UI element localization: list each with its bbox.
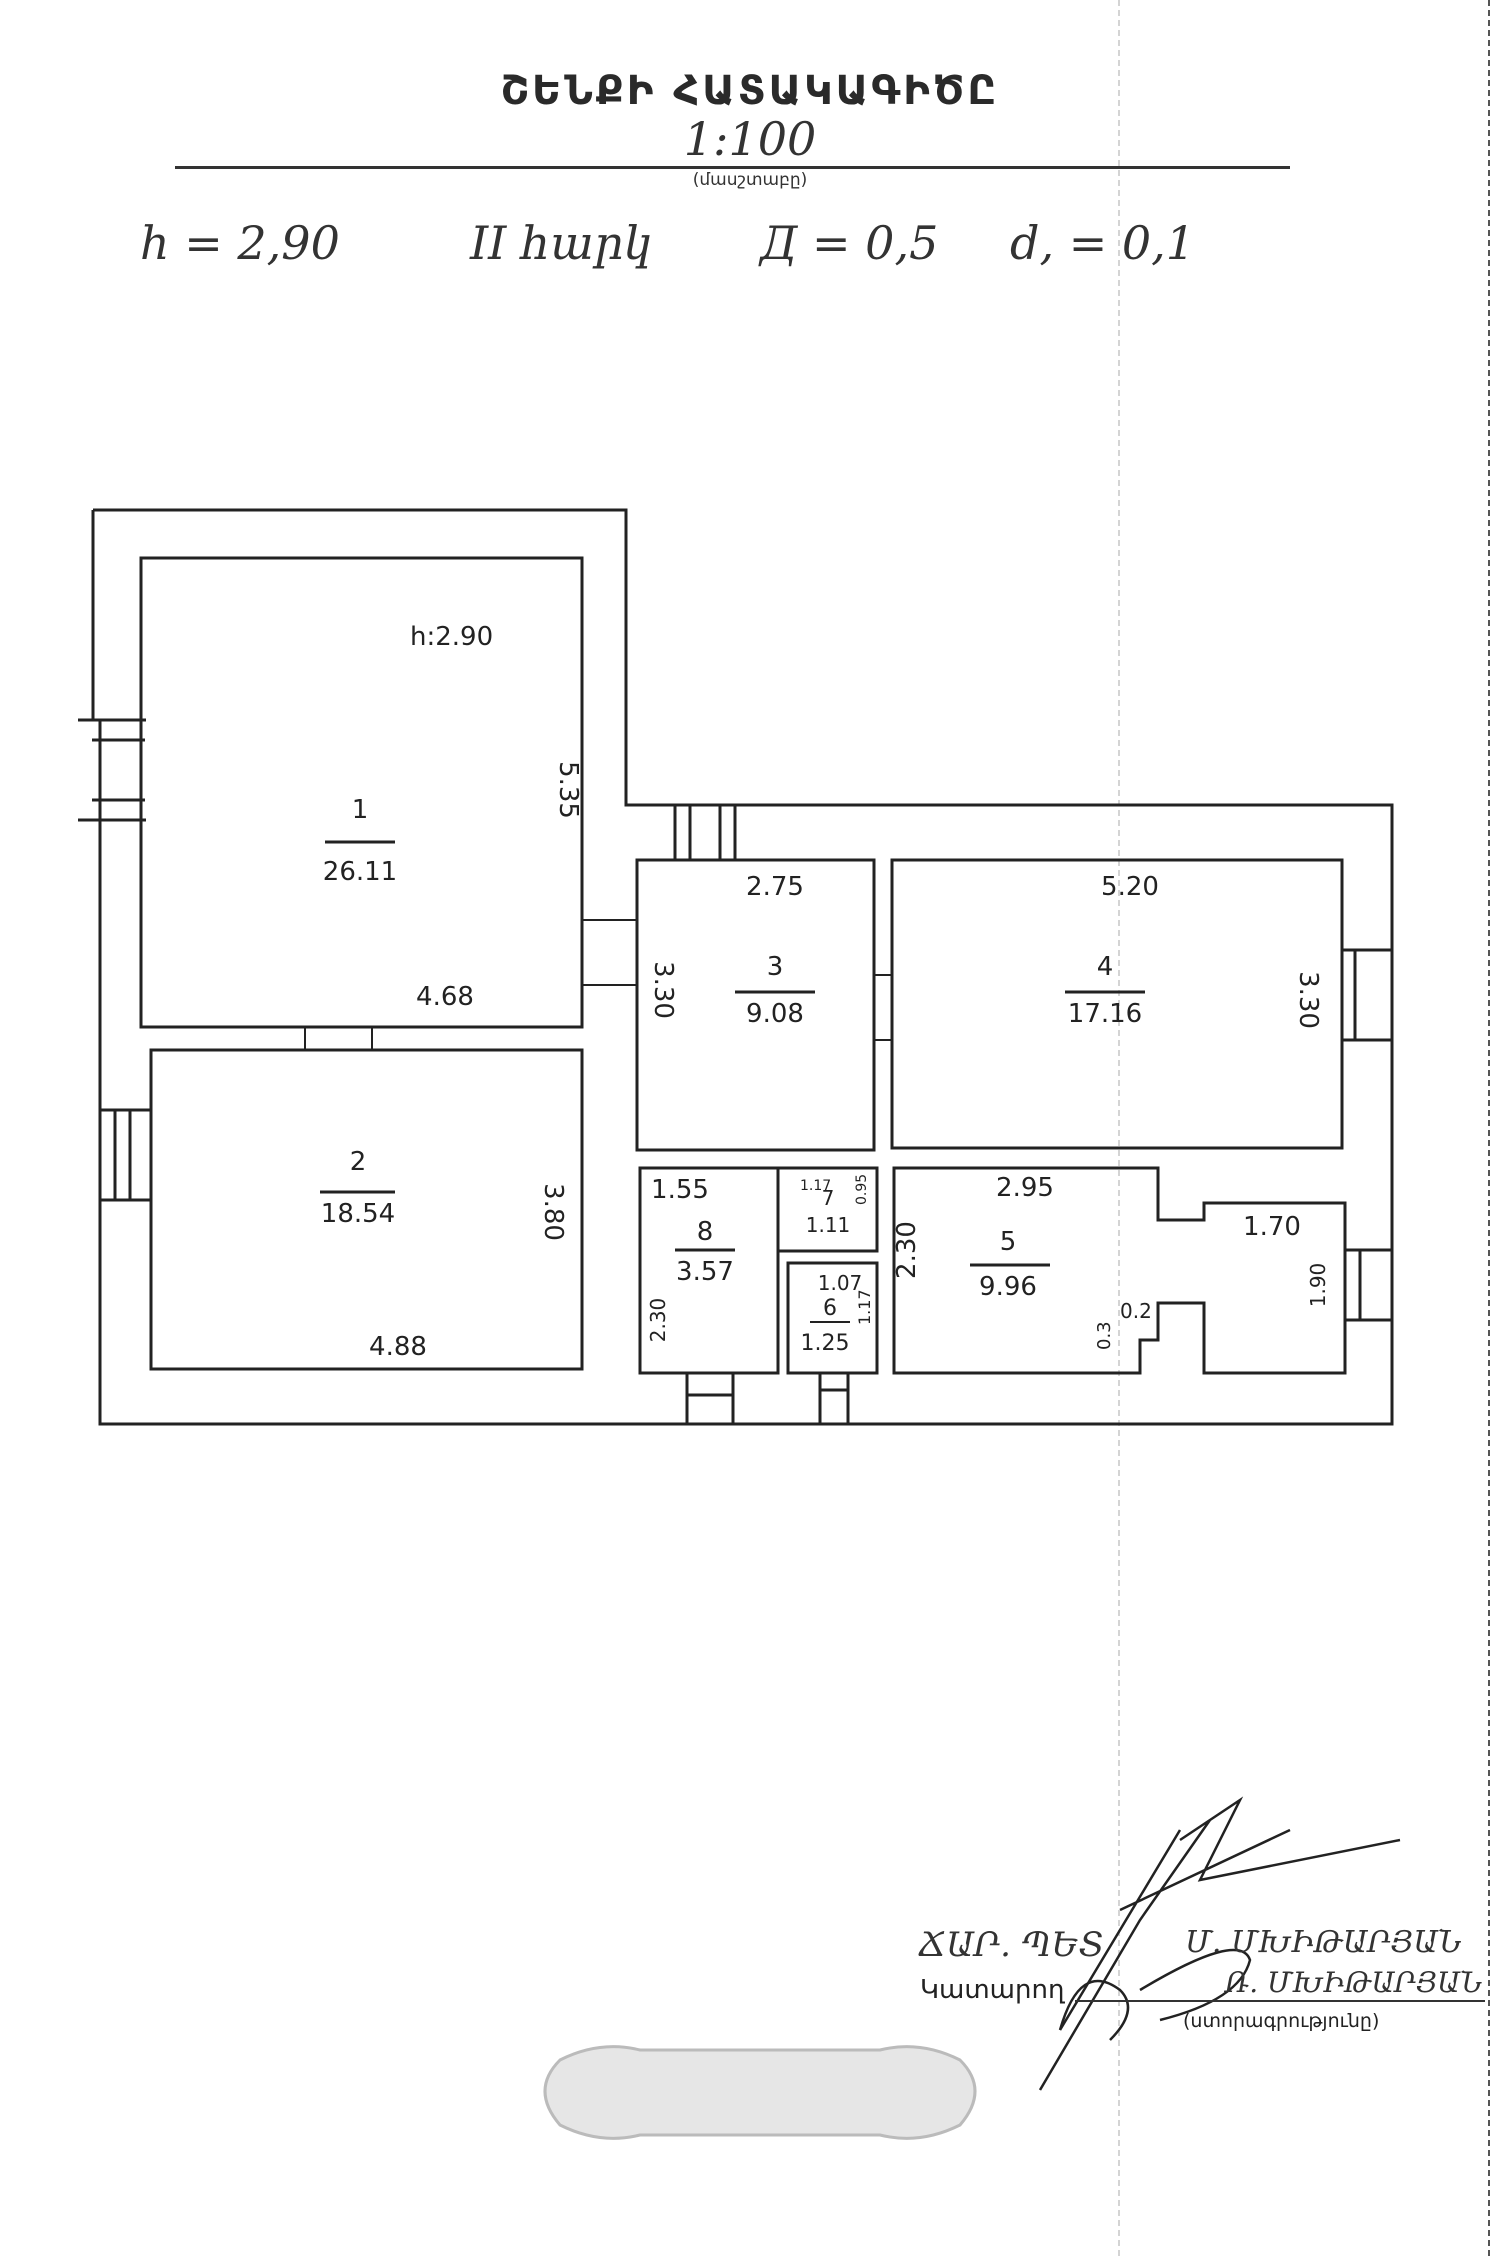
room-5-dim-notch-w: 0.2 [1120, 1299, 1152, 1323]
room-5-dim-right-top: 1.70 [1243, 1212, 1301, 1242]
room-4-dim-top: 5.20 [1101, 872, 1159, 902]
room-5-area: 9.96 [979, 1272, 1037, 1302]
room-8-number: 8 [697, 1217, 714, 1247]
room-5-dim-notch-h: 0.3 [1094, 1321, 1115, 1350]
param-d-big: Д = 0,5 [760, 216, 939, 270]
param-height: h = 2,90 [140, 216, 340, 270]
room-1-number: 1 [352, 795, 369, 825]
room-1-outline [139, 556, 584, 1029]
door-1-3 [582, 919, 637, 986]
room-3-dim-top: 2.75 [746, 872, 804, 902]
stamp-seal [543, 2045, 977, 2140]
param-floor: II հարկ [470, 216, 653, 270]
room-4-area: 17.16 [1068, 999, 1142, 1029]
door-1-2 [304, 1027, 373, 1050]
room-2-outline [149, 1048, 584, 1371]
room-3-number: 3 [767, 952, 784, 982]
signature-line [1075, 2000, 1485, 2002]
room-2-dim-side: 3.80 [538, 1183, 568, 1241]
room-2-dim-bottom: 4.88 [369, 1332, 427, 1362]
room-5-dim-right-side: 1.90 [1306, 1263, 1330, 1308]
room-8-dim-top: 1.55 [651, 1175, 709, 1205]
room-4-number: 4 [1097, 952, 1114, 982]
room-5-dim-left: 2.30 [892, 1221, 922, 1279]
room-2-area: 18.54 [321, 1199, 395, 1229]
signature-caption: (ստորագրությունը) [1183, 2010, 1380, 2032]
window-right-5 [1345, 1248, 1392, 1322]
door-3-4 [874, 974, 892, 1041]
room-8-outline [638, 1166, 780, 1375]
document-title: ՇԵՆՔԻ ՀԱՏԱԿԱԳԻԾԸ [500, 68, 1000, 114]
room-7-dim-a: 1.17 [800, 1178, 831, 1194]
room-6-outline [786, 1261, 879, 1375]
window-left-2 [100, 1108, 150, 1202]
room-3-dim-side: 3.30 [648, 961, 678, 1019]
scale-value: 1:100 [683, 112, 817, 166]
room-3-outline [635, 858, 876, 1152]
room-6-number: 6 [823, 1296, 837, 1321]
room-6-dim-side: 1.17 [855, 1289, 874, 1325]
room-5-number: 5 [1000, 1227, 1017, 1257]
room-1-area: 26.11 [323, 857, 397, 887]
window-bottom-6 [818, 1373, 850, 1424]
room-3-area: 9.08 [746, 999, 804, 1029]
room-4-dim-side: 3.30 [1293, 971, 1323, 1029]
room-1-dim-side: 5.35 [553, 761, 583, 819]
height-note: h:2.90 [410, 622, 493, 652]
room-8-area: 3.57 [676, 1257, 734, 1287]
room-5-dim-top: 2.95 [996, 1173, 1054, 1203]
scan-edge-right [1488, 0, 1490, 2256]
param-d-small: d, = 0,1 [1010, 216, 1196, 270]
room-5-outline [892, 1166, 1347, 1375]
room-6-dim-top: 1.07 [818, 1271, 863, 1295]
chief-label: ՃԱՐ. ՊԵՏ [918, 1925, 1104, 1965]
scan-edge-fold [1118, 0, 1120, 2256]
chief-name: Մ. ՄԽԻԹԱՐՅԱՆ [1185, 1925, 1462, 1960]
outer-wall [91, 508, 1394, 1426]
room-7-outline [776, 1166, 879, 1253]
room-1-dim-bottom: 4.68 [416, 982, 474, 1012]
performer-label: Կատարող [920, 1975, 1065, 2005]
performer-name: Ռ. ՄԽԻԹԱՐՅԱՆ [1225, 1966, 1483, 1999]
window-top-3 [673, 805, 737, 860]
room-7-area: 1.11 [806, 1213, 851, 1237]
room-8-dim-side: 2.30 [646, 1298, 670, 1343]
room-7-dim-b: 0.95 [854, 1174, 870, 1205]
room-2-number: 2 [350, 1147, 367, 1177]
window-right-4 [1342, 948, 1392, 1042]
window-left-1 [78, 718, 146, 822]
room-7-number: 7 [822, 1186, 835, 1210]
window-bottom-8 [685, 1373, 735, 1424]
scale-caption: (մասշտաբը) [692, 170, 808, 190]
room-4-outline [890, 858, 1344, 1150]
signature-drawing [1038, 1796, 1401, 2091]
scale-underline [175, 166, 1290, 169]
room-6-area: 1.25 [801, 1331, 850, 1356]
